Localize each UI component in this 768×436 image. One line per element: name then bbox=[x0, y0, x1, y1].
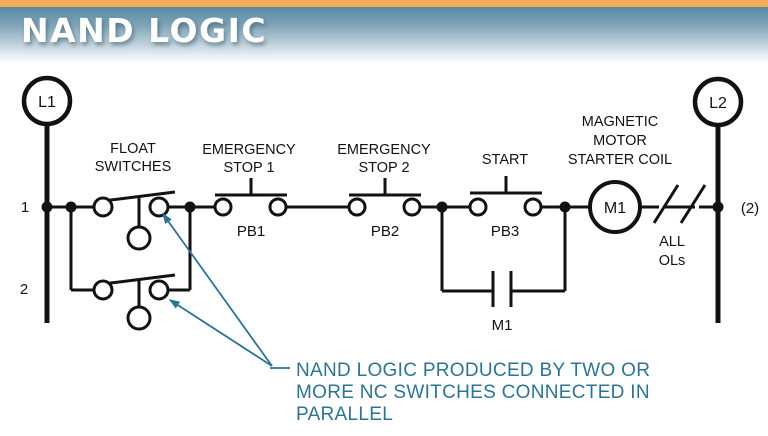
emergency-stop-1-contact bbox=[213, 178, 288, 217]
title-banner bbox=[0, 7, 768, 64]
l2-terminal-label: L2 bbox=[709, 95, 727, 112]
accent-bar bbox=[0, 0, 768, 7]
page-title: NAND LOGIC bbox=[21, 11, 268, 50]
float-ball-icon bbox=[126, 225, 152, 251]
annotation-line-1: NAND LOGIC PRODUCED BY TWO OR bbox=[296, 360, 650, 381]
float-branch-wire bbox=[69, 207, 192, 292]
overload-label-2: OLs bbox=[659, 253, 686, 269]
rung2-number: 2 bbox=[20, 281, 28, 298]
right-power-rail bbox=[692, 76, 744, 323]
coil-ref-label: M1 bbox=[604, 200, 626, 217]
estop2-label-2: STOP 2 bbox=[358, 160, 409, 176]
junction-nodes bbox=[41, 201, 724, 213]
float-switch-2 bbox=[92, 273, 176, 331]
annotation-callout bbox=[162, 212, 290, 369]
overload-label-1: ALL bbox=[659, 234, 685, 250]
estop1-ref: PB1 bbox=[237, 223, 265, 240]
wire-ref-label: (2) bbox=[741, 200, 759, 217]
coil-label-1: MAGNETIC bbox=[582, 114, 659, 130]
float-switches-label-2: SWITCHES bbox=[95, 159, 172, 175]
float-switches-label-1: FLOAT bbox=[110, 141, 156, 157]
coil-label-2: MOTOR bbox=[593, 133, 647, 149]
coil-label-3: STARTER COIL bbox=[568, 152, 672, 168]
holding-contact-ref: M1 bbox=[492, 317, 513, 334]
emergency-stop-2-contact bbox=[347, 178, 422, 217]
l1-terminal-label: L1 bbox=[38, 94, 56, 111]
estop2-ref: PB2 bbox=[371, 223, 399, 240]
start-ref: PB3 bbox=[491, 223, 519, 240]
annotation-line-2: MORE NC SWITCHES CONNECTED IN bbox=[296, 382, 650, 403]
start-label: START bbox=[482, 152, 528, 168]
holding-contact-branch bbox=[440, 207, 567, 307]
float-ball-icon bbox=[126, 305, 152, 331]
left-power-rail bbox=[21, 75, 73, 323]
float-switch-1 bbox=[92, 190, 176, 251]
starter-coil bbox=[588, 180, 642, 234]
start-button-contact bbox=[468, 176, 543, 217]
estop1-label-1: EMERGENCY bbox=[202, 142, 296, 158]
estop1-label-2: STOP 1 bbox=[223, 160, 274, 176]
rung1-number: 1 bbox=[21, 199, 29, 216]
callout-arrow-top bbox=[162, 212, 273, 367]
no-contact-icon bbox=[491, 271, 513, 307]
estop2-label-1: EMERGENCY bbox=[337, 142, 431, 158]
callout-arrow-bottom bbox=[168, 299, 273, 367]
annotation-line-3: PARALLEL bbox=[296, 404, 393, 425]
overload-contact bbox=[652, 184, 707, 224]
